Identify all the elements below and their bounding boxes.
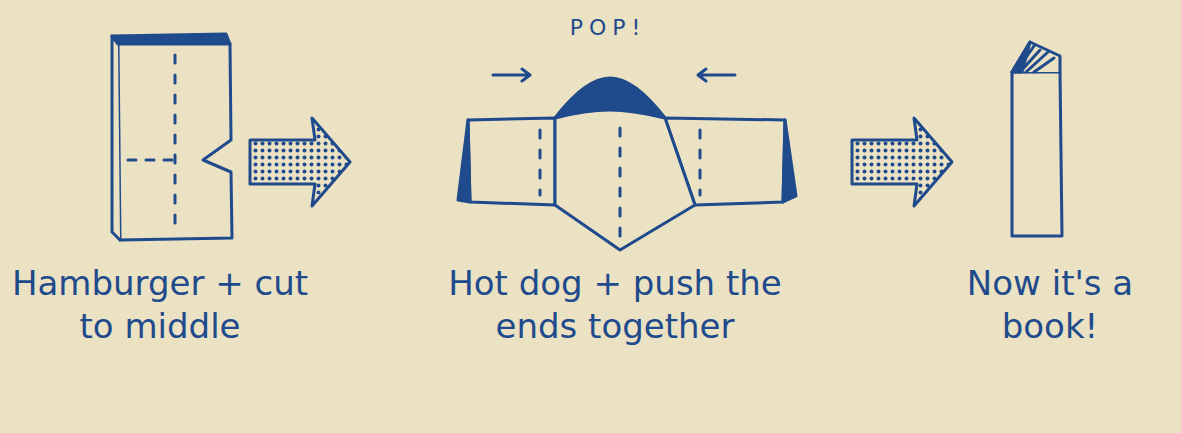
push-arrow [698,69,735,81]
dotted-arrow [852,118,952,206]
push-arrow [493,69,530,81]
step-caption: Hot dog + push the ends together [445,262,785,347]
step-caption: Hamburger + cut to middle [10,262,310,347]
dotted-arrow [250,118,350,206]
folded-paper [112,34,232,240]
step-caption: Now it's a book! [935,262,1165,347]
popped-paper [458,69,796,250]
sound-effect: POP! [538,14,678,42]
finished-book [1012,42,1062,236]
